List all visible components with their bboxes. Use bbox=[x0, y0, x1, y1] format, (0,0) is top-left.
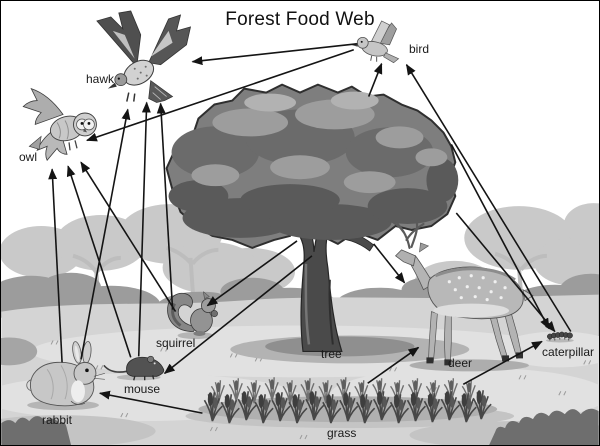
label-grass: grass bbox=[327, 426, 357, 440]
tree-illustration bbox=[165, 83, 459, 353]
hawk-illustration bbox=[96, 10, 192, 103]
label-squirrel: squirrel bbox=[156, 336, 196, 350]
arrow-layer bbox=[48, 43, 572, 414]
deer-illustration bbox=[387, 218, 534, 372]
arrow-caterpillar-to-bird bbox=[405, 63, 572, 332]
arrow-tree-to-caterpillar bbox=[450, 143, 550, 330]
label-caterpillar: caterpillar bbox=[542, 345, 595, 359]
mouse-illustration bbox=[103, 355, 165, 381]
rabbit-illustration bbox=[26, 341, 105, 411]
arrow-tree-to-mouse bbox=[163, 255, 313, 374]
arrow-grass-to-caterpillar bbox=[462, 340, 543, 385]
arrow-grass-to-rabbit bbox=[98, 390, 203, 414]
label-tree: tree bbox=[321, 347, 342, 361]
arrow-squirrel-to-hawk bbox=[156, 102, 174, 310]
arrow-rabbit-to-owl bbox=[48, 168, 63, 363]
label-deer: deer bbox=[448, 356, 473, 370]
arrow-mouse-to-hawk bbox=[137, 101, 151, 357]
background-treeline bbox=[1, 203, 599, 315]
label-mouse: mouse bbox=[124, 382, 161, 396]
arrow-mouse-to-owl bbox=[66, 165, 132, 358]
label-bird: bird bbox=[409, 42, 430, 56]
arrow-tree-to-deer bbox=[373, 243, 406, 284]
label-hawk: hawk bbox=[86, 72, 115, 86]
caterpillar-illustration bbox=[545, 331, 574, 343]
arrow-bird-to-hawk bbox=[191, 43, 357, 66]
owl-illustration bbox=[22, 87, 97, 162]
grass-illustration bbox=[198, 376, 498, 424]
label-rabbit: rabbit bbox=[42, 413, 73, 427]
arrow-bird-to-owl bbox=[86, 49, 355, 142]
bird-illustration bbox=[350, 20, 400, 64]
arrow-grass-to-deer bbox=[367, 346, 420, 384]
arrow-tree-to-squirrel bbox=[206, 240, 298, 307]
label-owl: owl bbox=[19, 150, 38, 164]
bush-bottom-right bbox=[489, 408, 599, 445]
arrow-rabbit-to-hawk bbox=[80, 108, 131, 360]
arrow-tree-to-caterpillar bbox=[455, 212, 556, 333]
diagram-title: Forest Food Web bbox=[225, 9, 375, 30]
bush-bottom-left bbox=[1, 416, 72, 445]
arrow-tree-to-bird bbox=[367, 62, 383, 97]
arrow-squirrel-to-owl bbox=[80, 161, 177, 313]
